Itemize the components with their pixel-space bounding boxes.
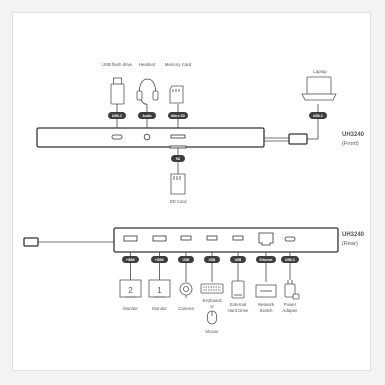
- usb-port-3: [232, 235, 244, 241]
- port-tag-micro-sd: Micro SD: [168, 112, 188, 119]
- laptop-icon: [301, 76, 337, 101]
- dock-body-rear: [113, 227, 339, 253]
- device-label-adapter: Adapter: [282, 308, 298, 313]
- device-label-camera: Camera: [178, 306, 194, 311]
- device-label-laptop: Laptop: [313, 69, 327, 74]
- svg-text:Audio: Audio: [142, 114, 151, 118]
- monitor-1-icon: 1: [148, 279, 171, 298]
- rear-view-label: (Rear): [342, 241, 358, 247]
- headset-icon: [136, 78, 159, 105]
- svg-text:HDMI: HDMI: [126, 258, 134, 262]
- device-label-headset: Headset: [139, 62, 156, 67]
- port-tag-usb-3: USB: [230, 256, 246, 263]
- port-tag-audio: Audio: [138, 112, 156, 119]
- device-label-network: Network: [258, 302, 275, 307]
- svg-text:USB: USB: [235, 258, 242, 262]
- svg-text:Micro SD: Micro SD: [171, 114, 186, 118]
- monitor-number-2: 2: [128, 286, 133, 295]
- power-adapter-icon: [284, 280, 300, 300]
- external-hard-drive-icon: [231, 280, 245, 299]
- svg-text:USB-C: USB-C: [285, 258, 296, 262]
- device-label-external: External: [230, 302, 246, 307]
- usb-c-port-front: [111, 134, 123, 140]
- device-label-monitor-2: Monitor: [123, 306, 138, 311]
- device-label-memory-card: Memory Card: [165, 62, 192, 67]
- usb-flash-drive-icon: [110, 77, 125, 105]
- port-tag-usb-2: USB: [204, 256, 220, 263]
- memory-card-icon: [169, 85, 184, 104]
- device-label-switch: Switch: [260, 308, 273, 313]
- device-label-power: Power: [284, 302, 297, 307]
- audio-jack: [143, 133, 151, 141]
- camera-icon: [179, 282, 193, 298]
- dock-body-front: [36, 127, 265, 148]
- rear-model-label: UH3240: [342, 232, 365, 238]
- micro-sd-slot: [170, 134, 186, 139]
- svg-text:USB: USB: [209, 258, 216, 262]
- diagram-frame: [12, 12, 371, 371]
- svg-text:SD: SD: [176, 157, 181, 161]
- usb-port-2: [206, 235, 218, 241]
- device-label-or: or: [210, 304, 214, 309]
- device-label-usb-flash-drive: USB flash drive: [102, 62, 133, 67]
- device-label-sd-card: SD Card: [170, 199, 187, 204]
- port-tag-usb-c-host: USB-C: [309, 112, 327, 119]
- monitor-number-1: 1: [157, 286, 162, 295]
- device-label-hard-drive: Hard Drive: [228, 308, 250, 313]
- svg-text:HDMI: HDMI: [155, 258, 163, 262]
- ethernet-port: [258, 232, 274, 246]
- hdmi-port-2: [123, 235, 138, 242]
- sd-card-icon: [170, 173, 186, 195]
- keyboard-icon: [200, 283, 224, 294]
- device-label-monitor-1: Monitor: [152, 306, 167, 311]
- front-model-label: UH3240: [342, 132, 365, 138]
- port-tag-usb-c-front: USB-C: [108, 112, 126, 119]
- port-tag-hdmi-2: HDMI: [122, 256, 139, 263]
- usb-c-host-plug-rear: [23, 237, 39, 247]
- front-view: USB flash drive Headset Memory Card: [36, 62, 365, 204]
- usb-c-port-rear: [284, 236, 296, 242]
- port-tag-sd: SD: [171, 155, 185, 162]
- monitor-2-icon: 2: [119, 279, 142, 298]
- device-label-keyboard: Keyboard: [203, 298, 222, 303]
- svg-text:USB: USB: [183, 258, 190, 262]
- usb-c-host-plug: [288, 133, 308, 145]
- port-tag-ethernet: Ethernet: [256, 256, 276, 263]
- port-tag-usb-c-rear: USB-C: [281, 256, 299, 263]
- network-switch-icon: [255, 284, 277, 298]
- port-tag-usb-1: USB: [178, 256, 194, 263]
- device-label-mouse: Mouse: [205, 329, 219, 334]
- mouse-icon: [207, 310, 217, 325]
- svg-text:Ethernet: Ethernet: [260, 258, 274, 262]
- hdmi-port-1: [152, 235, 167, 242]
- front-view-label: (Front): [342, 141, 359, 147]
- usb-port-1: [180, 235, 192, 241]
- svg-text:USB-C: USB-C: [112, 114, 123, 118]
- sd-slot: [169, 145, 187, 149]
- svg-text:USB-C: USB-C: [313, 114, 324, 118]
- port-tag-hdmi-1: HDMI: [151, 256, 168, 263]
- rear-view: UH3240 (Rear) HDMI HDMI USB USB USB: [23, 227, 365, 334]
